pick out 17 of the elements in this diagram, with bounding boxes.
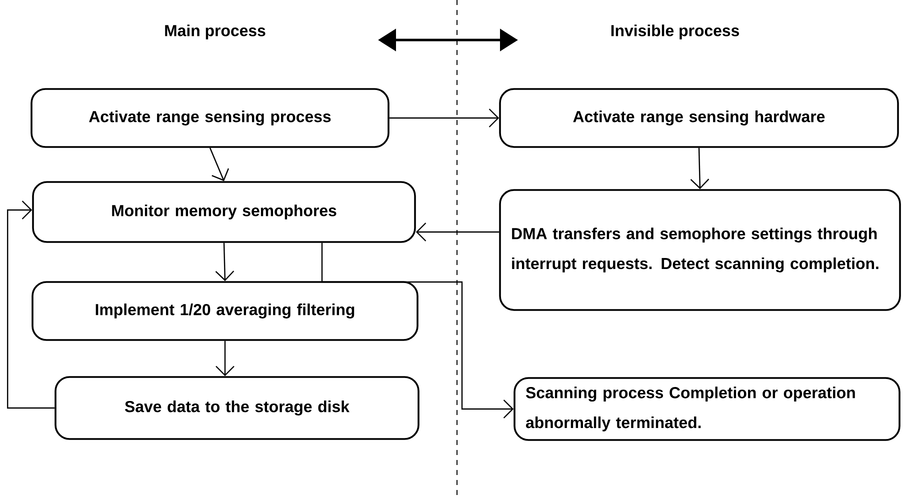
arrow	[7, 200, 55, 409]
arrow	[321, 242, 514, 418]
arrow	[216, 340, 234, 376]
process-box: Implement 1/20 averaging filtering	[32, 281, 418, 341]
column-heading: Invisible process	[611, 24, 739, 40]
arrow	[690, 148, 710, 190]
process-box: Activate range sensing hardware	[499, 88, 899, 148]
arrow	[416, 222, 500, 242]
process-box: Monitor memory semophores	[32, 181, 416, 243]
process-box: Save data to the storage disk	[54, 376, 420, 440]
arrow	[389, 108, 500, 128]
process-box: Activate range sensing process	[30, 88, 390, 148]
arrow	[209, 148, 230, 182]
arrow	[215, 242, 234, 282]
process-box: Scanning process Completion or operation abnormally terminated.	[514, 377, 900, 441]
process-box: DMA transfers and semophore settings through interrupt requests. Detect scanning completion.	[499, 189, 901, 311]
column-heading: Main process	[165, 24, 266, 40]
